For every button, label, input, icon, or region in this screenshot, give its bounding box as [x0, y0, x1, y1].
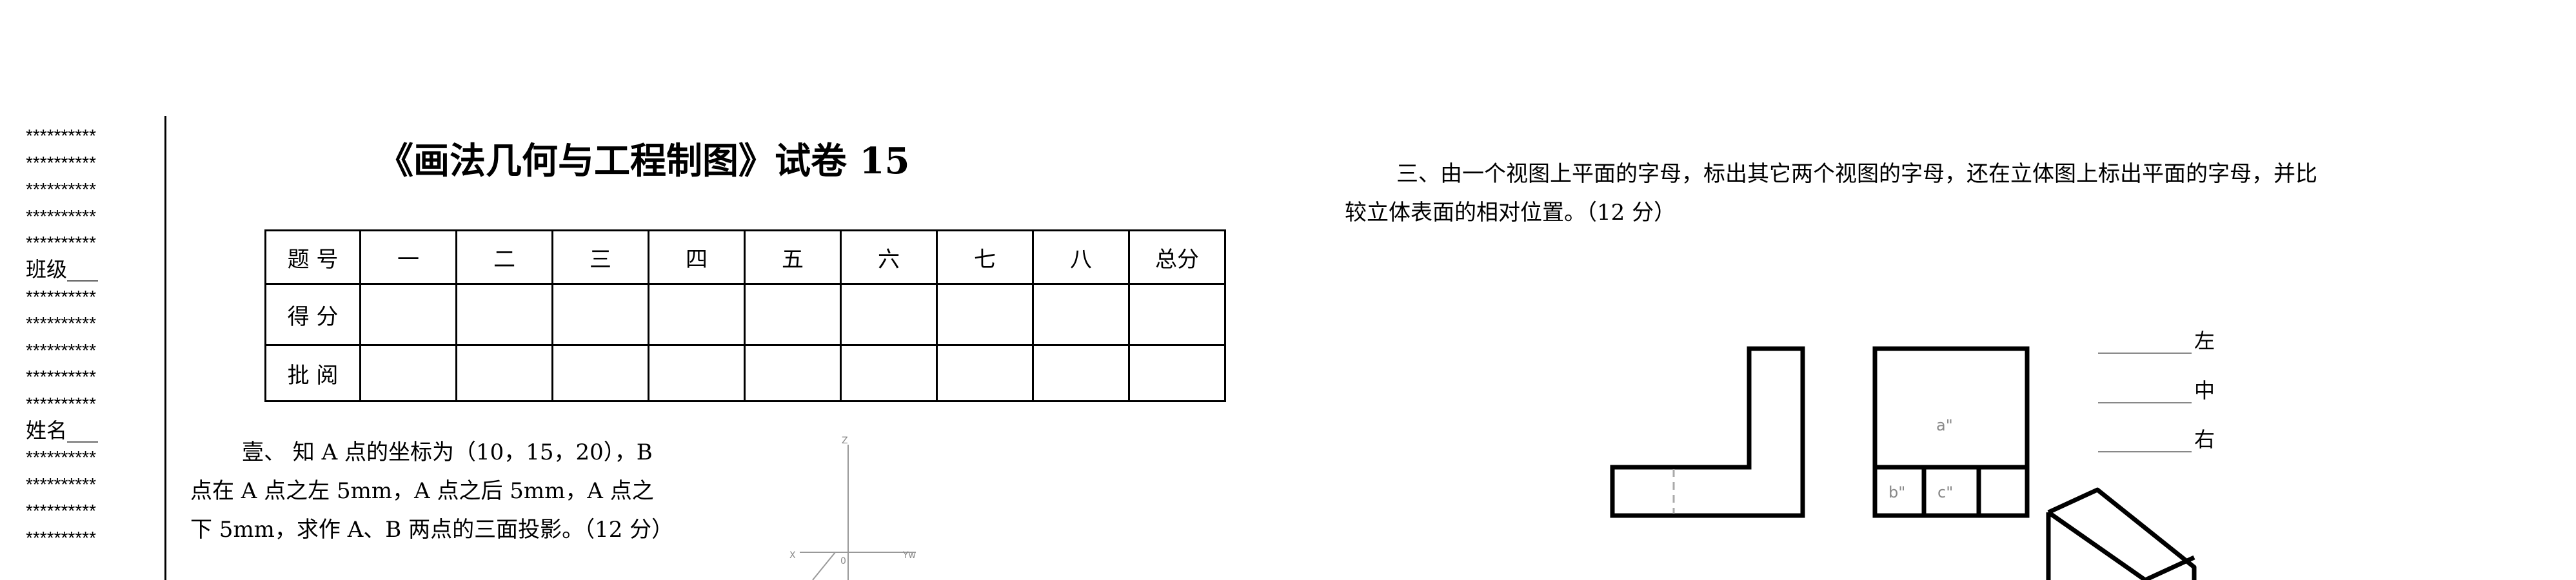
axis-x-label: X: [789, 550, 796, 561]
exam-title: 《画法几何与工程制图》试卷 15: [377, 140, 910, 182]
review-cell[interactable]: [840, 344, 938, 402]
star-row: **********: [26, 367, 96, 387]
face-c-label: c": [1937, 483, 1953, 501]
face-b-label: b": [1888, 483, 1905, 501]
axis-z-label: Z: [842, 436, 848, 446]
face-a-label: a": [1936, 416, 1953, 434]
review-cell[interactable]: [1032, 344, 1130, 402]
star-row: **********: [26, 152, 96, 173]
header-cell: 七: [936, 229, 1034, 285]
header-cell: 五: [744, 229, 842, 285]
score-cell[interactable]: [840, 283, 938, 346]
header-cell: 题 号: [264, 229, 361, 285]
score-cell[interactable]: [936, 283, 1034, 346]
star-row: **********: [26, 527, 96, 548]
question-3-line: 三、由一个视图上平面的字母，标出其它两个视图的字母，还在立体图上标出平面的字母，…: [1396, 161, 2317, 187]
binding-line: [164, 116, 166, 580]
answer-blanks: [2098, 353, 2192, 452]
score-cell[interactable]: [1128, 283, 1226, 346]
header-cell: 总分: [1128, 229, 1226, 285]
star-row: **********: [26, 501, 96, 521]
axis-origin-label: 0: [840, 556, 846, 566]
score-cell[interactable]: [551, 283, 649, 346]
blank-label-right: 右: [2194, 427, 2215, 452]
row-label: 批 阅: [264, 344, 361, 402]
review-cell[interactable]: [648, 344, 746, 402]
header-cell: 八: [1032, 229, 1130, 285]
projection-axes: [800, 445, 916, 580]
review-row: 批 阅: [264, 344, 1226, 402]
score-table-header-row: 题 号 一 二 三 四 五 六 七 八 总分: [264, 229, 1226, 285]
review-cell[interactable]: [744, 344, 842, 402]
review-cell[interactable]: [936, 344, 1034, 402]
front-view: [1872, 346, 2030, 518]
axis-yw-label: Yw: [902, 550, 916, 561]
header-cell: 六: [840, 229, 938, 285]
score-cell[interactable]: [455, 283, 553, 346]
review-cell[interactable]: [1128, 344, 1226, 402]
star-row: **********: [26, 126, 96, 146]
header-cell: 四: [648, 229, 746, 285]
score-cell[interactable]: [359, 283, 457, 346]
star-row: **********: [26, 393, 96, 414]
score-cell[interactable]: [744, 283, 842, 346]
question-3-line: 较立体表面的相对位置。（12 分）: [1345, 200, 1676, 226]
blank-label-left: 左: [2194, 329, 2215, 353]
star-row: **********: [26, 447, 96, 468]
question-1-line: 壹、 知 A 点的坐标为（10，15，20），B: [242, 440, 653, 465]
header-cell: 一: [359, 229, 457, 285]
header-cell: 二: [455, 229, 553, 285]
star-row: **********: [26, 474, 96, 494]
score-cell[interactable]: [648, 283, 746, 346]
name-label: 姓名___: [26, 418, 99, 443]
question-3: 三、由一个视图上平面的字母，标出其它两个视图的字母，还在立体图上标出平面的字母，…: [1345, 155, 2454, 232]
question-1: 壹、 知 A 点的坐标为（10，15，20），B 点在 A 点之左 5mm，A …: [190, 433, 732, 549]
star-row: **********: [26, 286, 96, 307]
review-cell[interactable]: [455, 344, 553, 402]
star-row: **********: [26, 179, 96, 200]
l-shape-view: [1610, 346, 1805, 518]
star-row: **********: [26, 206, 96, 226]
question-1-line: 点在 A 点之左 5mm，A 点之后 5mm，A 点之: [190, 478, 654, 504]
score-row: 得 分: [264, 283, 1226, 346]
review-cell[interactable]: [551, 344, 649, 402]
score-table: 题 号 一 二 三 四 五 六 七 八 总分 得 分 批 阅: [264, 229, 1226, 402]
score-cell[interactable]: [1032, 283, 1130, 346]
binding-margin: ********** ********** ********** *******…: [26, 122, 155, 552]
question-1-line: 下 5mm，求作 A、B 两点的三面投影。（12 分）: [190, 517, 674, 543]
class-label: 班级___: [26, 256, 99, 282]
star-row: **********: [26, 340, 96, 360]
review-cell[interactable]: [359, 344, 457, 402]
star-row: **********: [26, 313, 96, 334]
row-label: 得 分: [264, 283, 361, 346]
blank-label-middle: 中: [2194, 378, 2215, 403]
header-cell: 三: [551, 229, 649, 285]
isometric-solid: [2046, 487, 2197, 580]
star-row: **********: [26, 233, 96, 253]
